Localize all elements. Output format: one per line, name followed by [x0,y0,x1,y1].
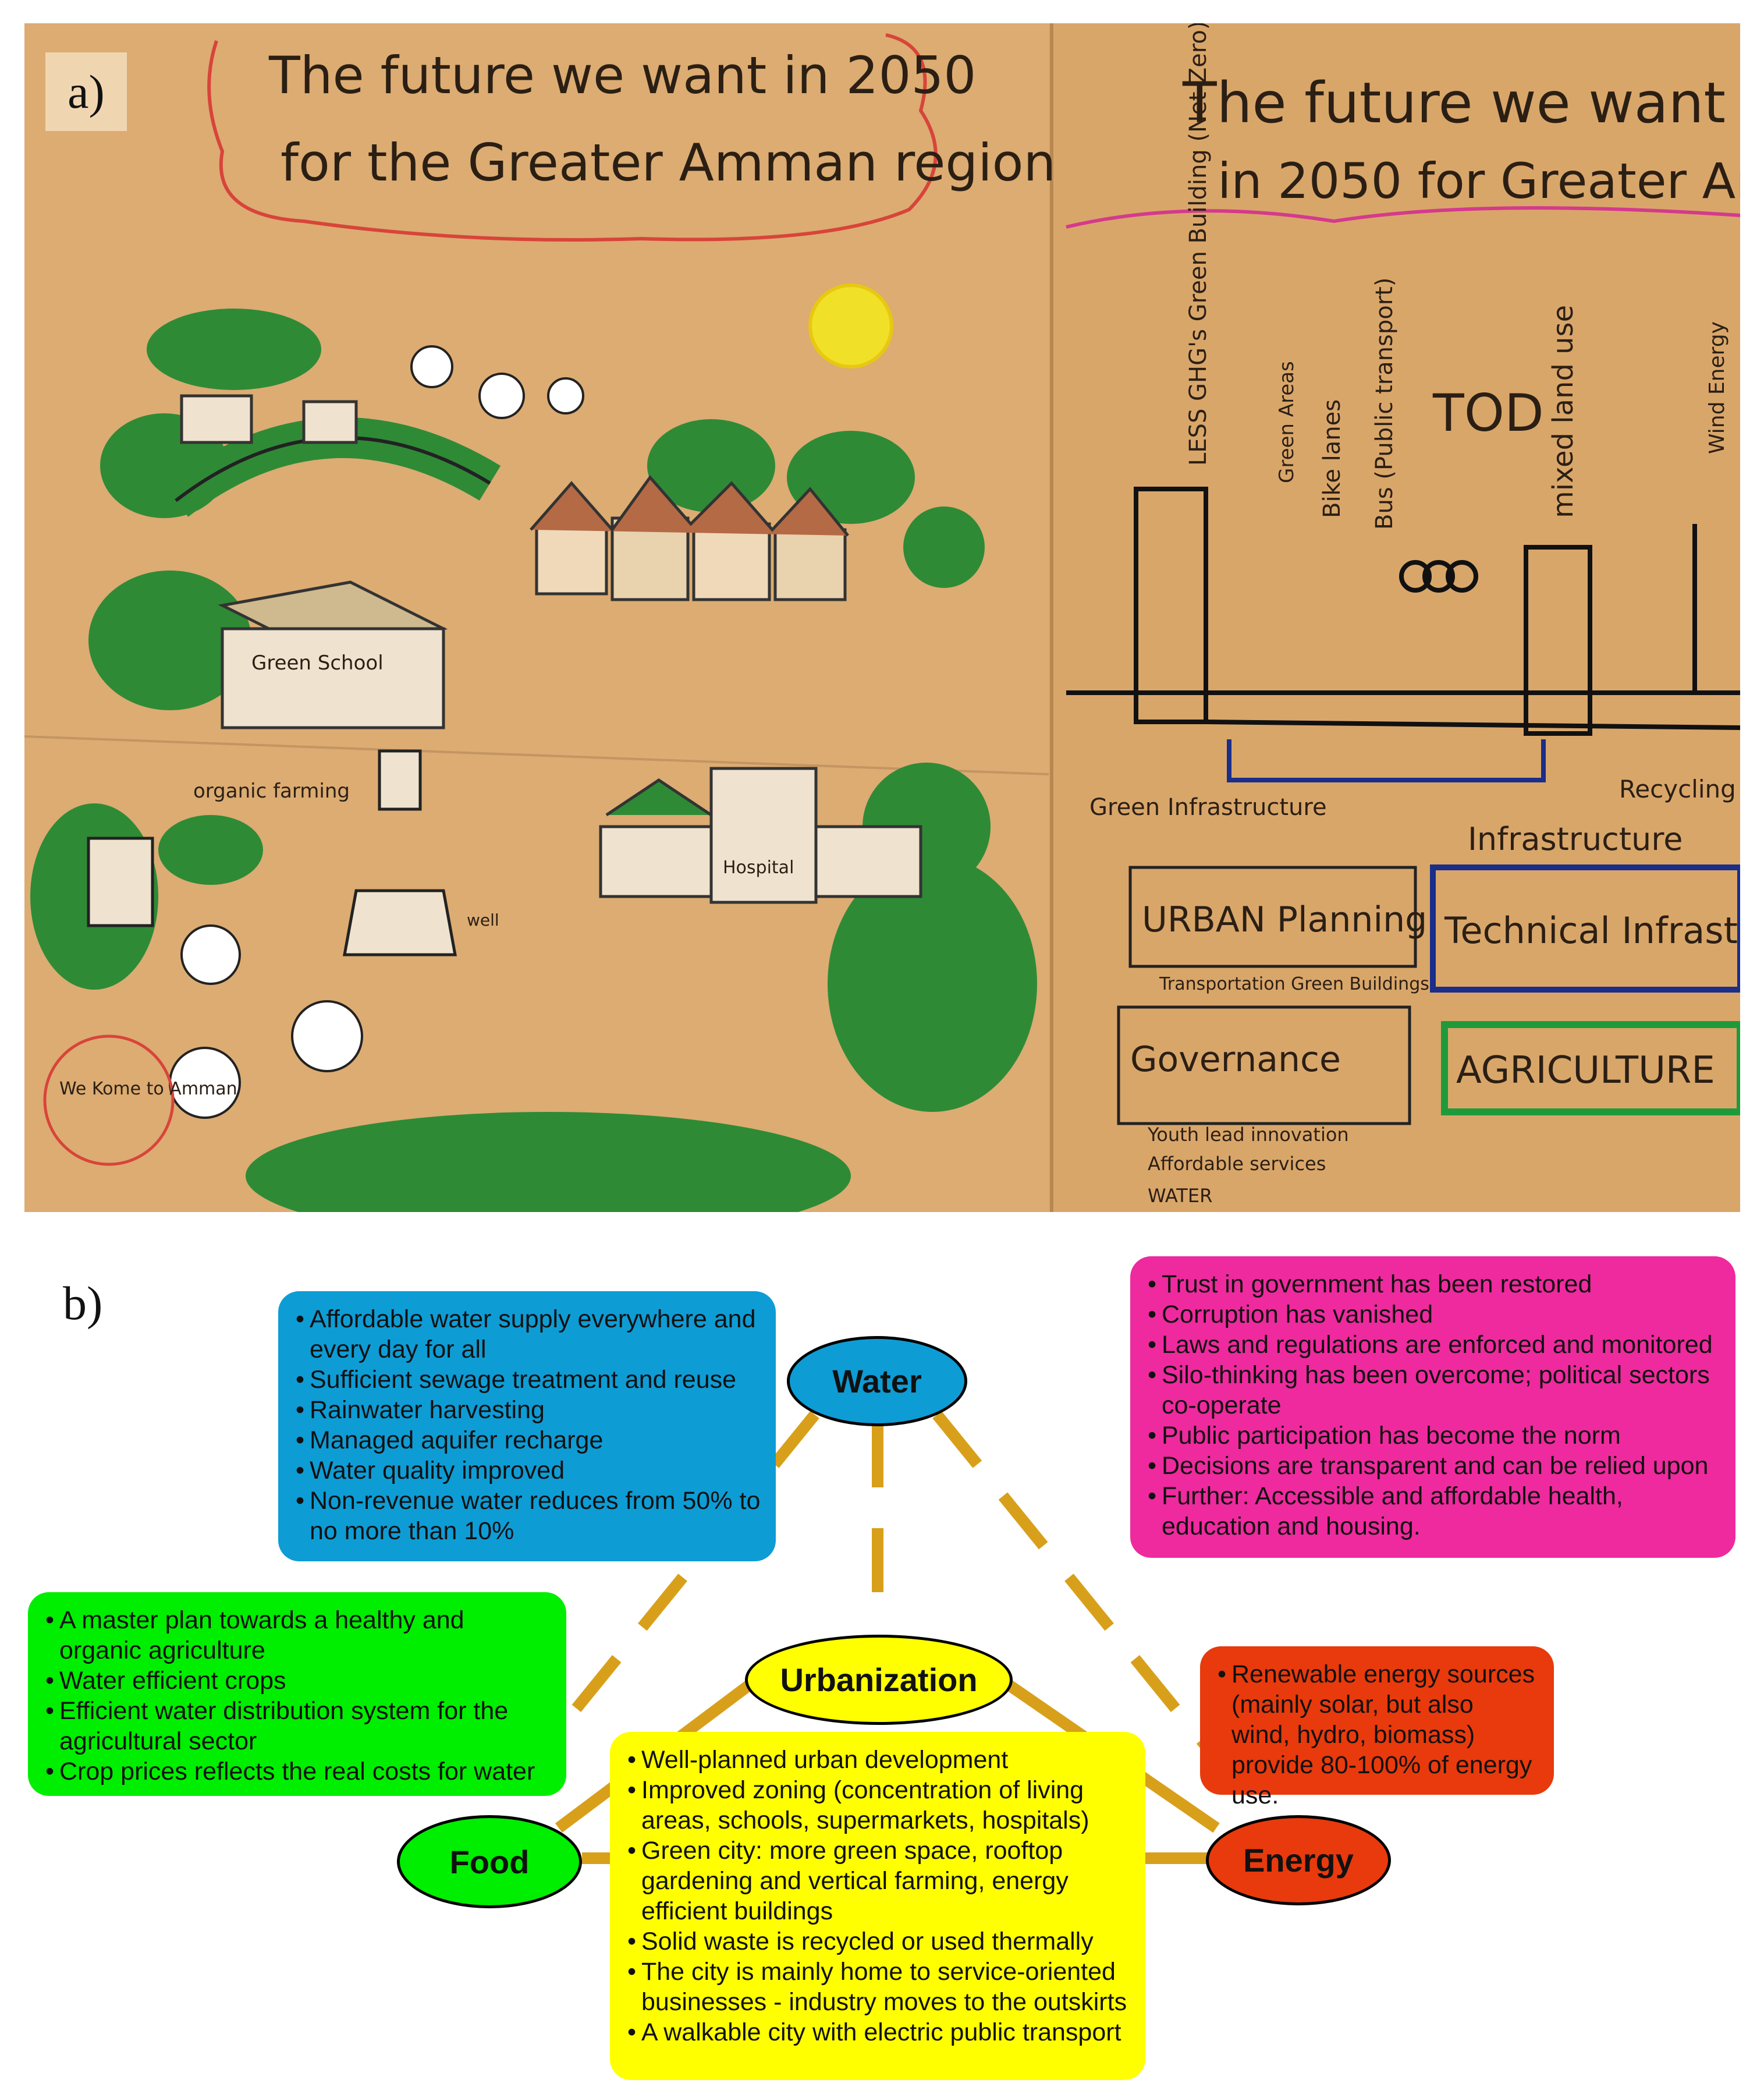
welcome-label: We Kome to Amman [59,1079,237,1099]
governance-item: Further: Accessible and affordable healt… [1148,1481,1720,1542]
left-poster-title-1: The future we want in 2050 [268,45,976,105]
hospital-label: Hospital [723,858,794,878]
governance-sub-1: Youth lead innovation [1147,1124,1349,1146]
food-box-list: A master plan towards a healthy and orga… [45,1605,551,1787]
agriculture-label: AGRICULTURE [1456,1049,1715,1092]
sun-icon [808,284,893,368]
urbanization-item: The city is mainly home to service-orien… [627,1957,1130,2017]
urbanization-item: Green city: more green space, rooftop ga… [627,1836,1130,1926]
urbanization-item: Improved zoning (concentration of living… [627,1775,1130,1836]
energy-node-label: Energy [1243,1842,1354,1879]
poster-photo: The future we want in 2050 for the Great… [24,23,1740,1212]
green-school-label: Green School [251,651,384,675]
welcome-circle [43,1034,175,1166]
windmill-icons [169,345,584,1119]
well-label: well [467,910,499,930]
urbanization-item: Solid waste is recycled or used thermall… [627,1926,1130,1957]
energy-box: Renewable energy sources (mainly solar, … [1200,1646,1554,1809]
governance-item: Laws and regulations are enforced and mo… [1148,1330,1720,1360]
urbanization-item: Well-planned urban development [627,1745,1130,1775]
governance-item: Silo-thinking has been overcome; politic… [1148,1360,1720,1420]
left-poster-title-2: for the Greater Amman region [281,133,1056,193]
infrastructure-label: Infrastructure [1468,821,1683,858]
food-node: Food [397,1815,582,1908]
title-cloud-left [207,33,938,242]
food-node-label: Food [449,1843,530,1880]
recycling-label: Recycling [1619,775,1736,803]
urbanization-node-label: Urbanization [780,1661,978,1698]
panel-a-label: a) [45,52,127,131]
water-node-label: Water [832,1363,922,1399]
panel-b-label: b) [63,1277,103,1330]
water-box: Affordable water supply everywhere and e… [278,1291,776,1561]
tod-label: TOD [1432,383,1544,443]
water-item: Managed aquifer recharge [296,1425,761,1455]
urbanization-box-list: Well-planned urban development Improved … [627,1745,1130,2047]
water-node: Water [787,1336,967,1426]
governance-sub-3: WATER [1148,1185,1212,1207]
vertical-label-green-building: LESS GHG's Green Building (Net-Zero) [1185,23,1212,466]
vertical-label-bike-lanes: Bike lanes [1319,399,1346,518]
governance-label: Governance [1130,1039,1341,1080]
vertical-label-mixed-land-use: mixed land use [1547,305,1580,518]
energy-box-list: Renewable energy sources (mainly solar, … [1218,1659,1539,1810]
governance-item: Corruption has vanished [1148,1299,1720,1330]
governance-box-list: Trust in government has been restored Co… [1148,1269,1720,1542]
food-item: Water efficient crops [45,1666,551,1696]
vertical-label-green-areas: Green Areas [1275,361,1298,483]
water-item: Sufficient sewage treatment and reuse [296,1365,761,1395]
urbanization-node: Urbanization [745,1635,1013,1725]
water-item: Affordable water supply everywhere and e… [296,1304,761,1365]
food-box: A master plan towards a healthy and orga… [28,1592,566,1796]
urbanization-box: Well-planned urban development Improved … [610,1732,1145,2080]
poster-illustration: The future we want in 2050 for the Great… [24,23,1740,1212]
food-item: Efficient water distribution system for … [45,1696,551,1756]
water-item: Water quality improved [296,1455,761,1486]
vertical-label-wind-energy: Wind Energy [1705,321,1729,454]
urban-planning-sub: Transportation Green Buildings. [1159,974,1435,994]
right-poster-title-1: The future we want [1182,70,1726,136]
green-infrastructure-label: Green Infrastructure [1089,794,1327,821]
urbanization-item: A walkable city with electric public tra… [627,2017,1130,2047]
water-item: Rainwater harvesting [296,1395,761,1425]
vertical-label-bus: Bus (Public transport) [1371,278,1398,530]
urban-planning-label: URBAN Planning [1142,899,1427,940]
city-skyline [1066,487,1740,782]
food-item: A master plan towards a healthy and orga… [45,1605,551,1666]
houses [180,394,849,601]
governance-box: Trust in government has been restored Co… [1130,1256,1735,1558]
water-item: Non-revenue water reduces from 50% to no… [296,1486,761,1546]
organic-farming-label: organic farming [193,779,350,803]
right-poster-title-2: in 2050 for Greater Amm [1218,153,1740,210]
governance-item: Trust in government has been restored [1148,1269,1720,1299]
energy-item: Renewable energy sources (mainly solar, … [1218,1659,1539,1810]
energy-node: Energy [1206,1815,1391,1905]
water-box-list: Affordable water supply everywhere and e… [296,1304,761,1546]
food-item: Crop prices reflects the real costs for … [45,1756,551,1787]
governance-item: Decisions are transparent and can be rel… [1148,1451,1720,1481]
technical-infrastructure-label: Technical Infrastructure [1444,909,1740,952]
governance-item: Public participation has become the norm [1148,1420,1720,1451]
governance-sub-2: Affordable services [1148,1153,1326,1175]
